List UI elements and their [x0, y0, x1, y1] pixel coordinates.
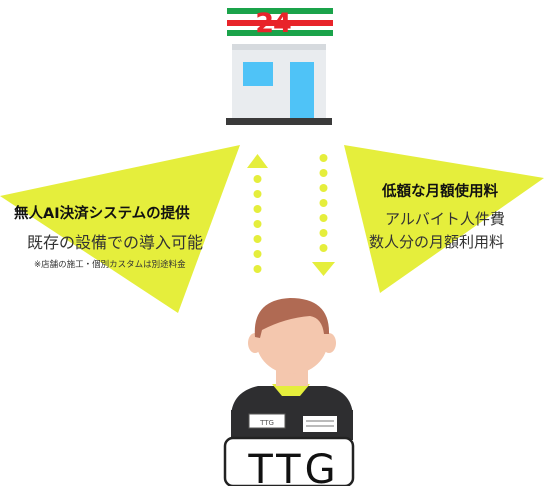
left-panel-title: 無人AI決済システムの提供: [14, 206, 190, 222]
left-yellow-triangle: [0, 145, 240, 313]
right-panel-line2: 数人分の月額利用料: [369, 233, 505, 251]
right-panel-line1: アルバイト人件費: [385, 210, 505, 228]
right-panel-title: 低額な月額使用料: [382, 184, 498, 200]
ttg-logo-text: TTG: [248, 447, 340, 493]
up-arrow-dotted: [247, 154, 268, 273]
right-yellow-triangle: [344, 145, 544, 293]
staff-badge-text: TTG: [260, 419, 274, 427]
store-icon: [226, 8, 333, 125]
down-arrow-dotted: [312, 154, 335, 276]
left-panel-note: ※店舗の施工・個別カスタムは別途料金: [34, 260, 186, 270]
staff-person-icon: [223, 298, 355, 486]
store-number-text: 24: [255, 8, 292, 39]
left-panel-subtitle: 既存の設備での導入可能: [27, 233, 204, 252]
